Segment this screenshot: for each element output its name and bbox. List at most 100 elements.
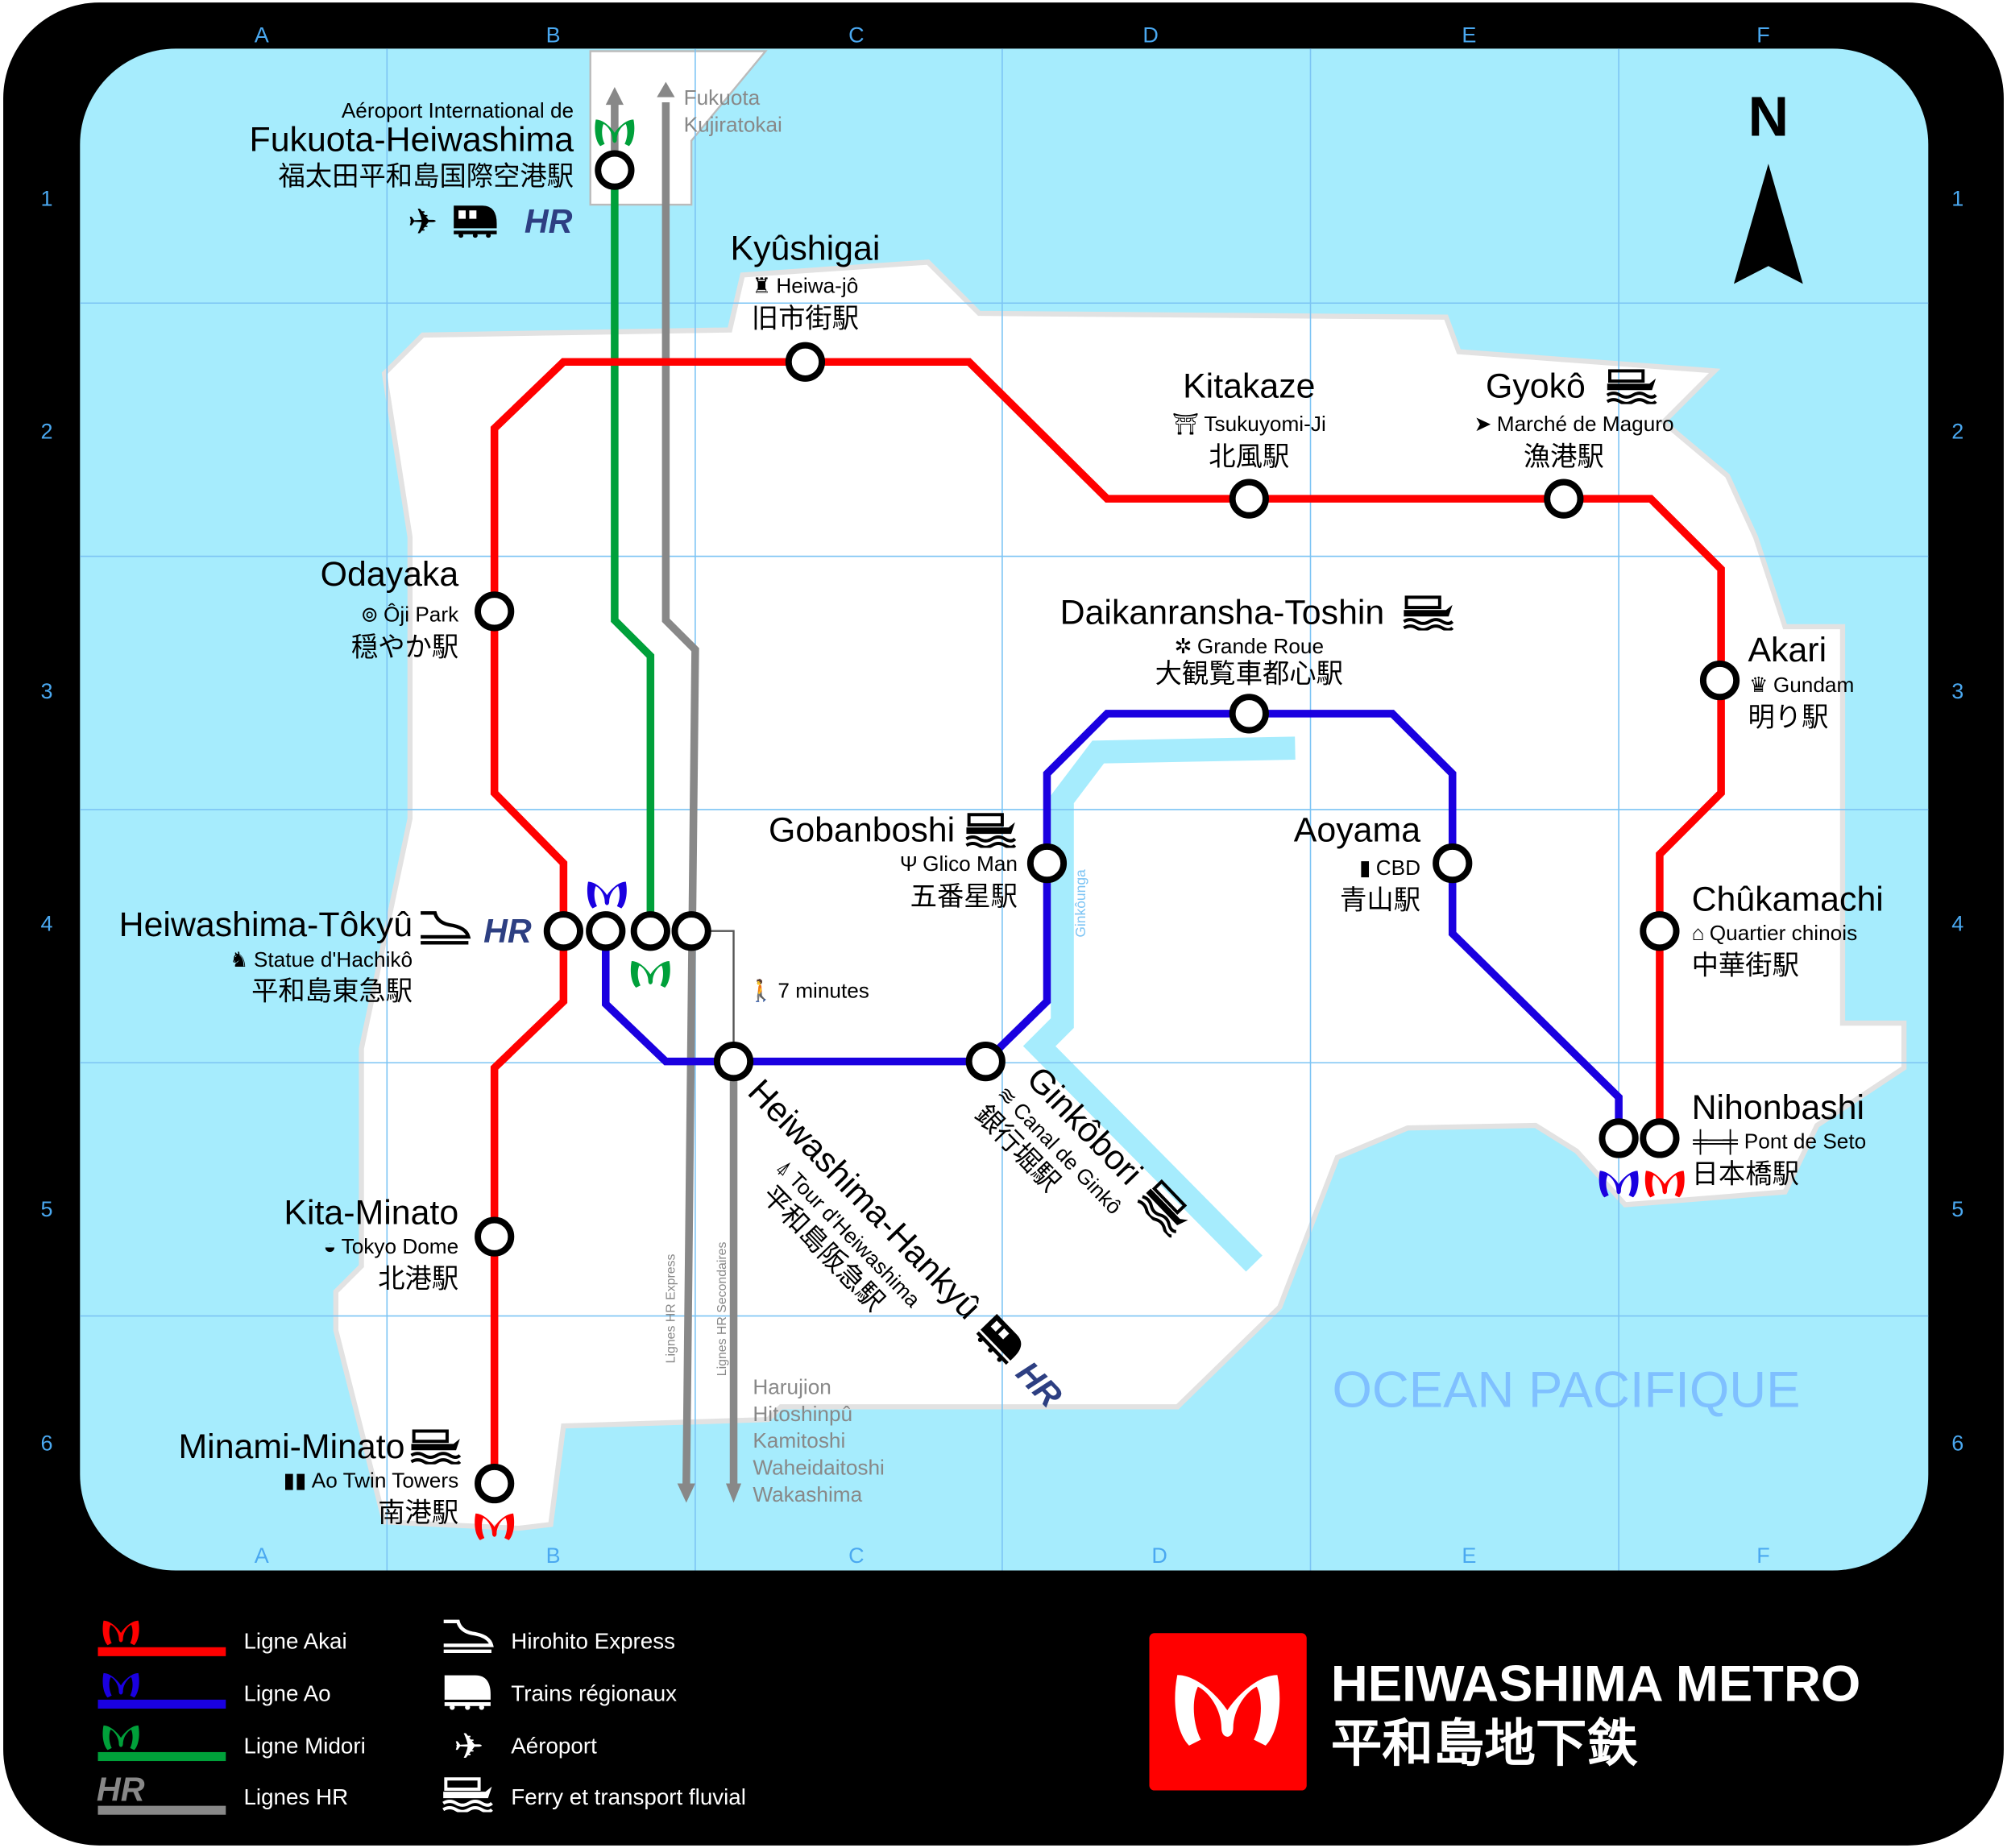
- row-label: 1: [1951, 187, 1963, 211]
- legend-label: Hirohito Express: [511, 1628, 675, 1653]
- label-kyushigai: Kyûshigai ♜Heiwa-jô 旧市街駅: [731, 229, 881, 334]
- station-name: Chûkamachi: [1692, 880, 1884, 918]
- station-poi-line: ╪═╪Pont de Seto: [1692, 1129, 1866, 1155]
- pagoda-icon: ⌂: [1692, 921, 1705, 945]
- row-label: 2: [41, 420, 53, 444]
- station-fukuota-heiwashima[interactable]: [595, 150, 635, 190]
- destination: Hitoshinpû: [753, 1402, 852, 1426]
- canal-label: Ginkôunga: [1072, 869, 1089, 938]
- row-label: 6: [1951, 1431, 1963, 1455]
- north-label: N: [1748, 85, 1789, 147]
- ocean-label: OCEAN PACIFIQUE: [1333, 1361, 1801, 1418]
- destination: Fukuota: [684, 85, 761, 110]
- station-gyoko[interactable]: [1544, 479, 1584, 519]
- station-kanji: 日本橋駅: [1692, 1159, 1799, 1189]
- label-heiwashima-tokyu: Heiwashima-Tôkyû HR ♞Statue d'Hachikô 平和…: [119, 905, 532, 1006]
- grid-labels: A B C D E F A B C D E F 1 2 3 4 5 6 1 2 …: [41, 23, 1964, 1568]
- glico-runner-icon: Ψ: [900, 851, 918, 876]
- station-kanji: 穏やか駅: [351, 632, 458, 662]
- destination: Harujion: [753, 1374, 831, 1398]
- station-daikanransha-toshin[interactable]: [1229, 694, 1269, 734]
- station-akari[interactable]: [1699, 660, 1740, 701]
- station-name: Gyokô: [1486, 367, 1586, 406]
- station-name: Nihonbashi: [1692, 1088, 1864, 1127]
- hr-logo: HR: [97, 1771, 145, 1808]
- walking-icon: 🚶: [748, 978, 774, 1002]
- col-label: B: [546, 1543, 561, 1568]
- fish-icon: ➤: [1474, 412, 1491, 436]
- brand: HEIWASHIMA METRO 平和島地下鉄: [1149, 1633, 1860, 1791]
- station-name: Heiwashima-Tôkyû: [119, 905, 413, 944]
- regional-train-icon: [444, 1675, 491, 1710]
- station-poi-line: ➤Marché de Maguro: [1474, 412, 1673, 436]
- hr-logo: HR: [525, 203, 573, 240]
- label-daikanransha-toshin: Daikanransha-Toshin ✲Grande Roue 大観覧車都心駅: [1060, 594, 1454, 690]
- label-kitakaze: Kitakaze ⛩Tsukuyomi-Ji 北風駅: [1172, 367, 1326, 472]
- station-name: Aoyama: [1294, 811, 1420, 850]
- station-kanji: 旧市街駅: [752, 304, 859, 334]
- col-label: F: [1756, 1543, 1769, 1568]
- station-kanji: 北風駅: [1209, 442, 1289, 472]
- station-heiwashima-tokyu-akai[interactable]: [543, 911, 583, 951]
- station-heiwashima-tokyu-hr[interactable]: [671, 911, 711, 951]
- midori-swatch: [97, 1751, 226, 1762]
- station-kita-minato[interactable]: [475, 1216, 515, 1257]
- station-nihonbashi-akai[interactable]: [1640, 1118, 1680, 1158]
- station-poi: Glico Man: [923, 851, 1018, 876]
- torii-icon: ⛩: [1172, 412, 1199, 436]
- station-nihonbashi-ao[interactable]: [1599, 1118, 1639, 1158]
- station-kitakaze[interactable]: [1229, 479, 1269, 519]
- label-fukuota-heiwashima: Aéroport International de Fukuota-Heiwas…: [250, 98, 574, 242]
- station-odayaka[interactable]: [475, 591, 515, 632]
- line-akai[interactable]: [490, 358, 1725, 1466]
- compass: N: [1733, 85, 1803, 284]
- col-label: B: [546, 23, 561, 47]
- station-kanji: 五番星駅: [910, 882, 1018, 912]
- station-ginkobori[interactable]: [965, 1042, 1006, 1082]
- north-arrow-icon: [1733, 164, 1803, 284]
- dog-statue-icon: ♞: [230, 947, 248, 972]
- robot-icon: ♛: [1749, 673, 1768, 697]
- station-name: Gobanboshi: [769, 811, 955, 850]
- col-label: C: [848, 23, 864, 47]
- station-kanji: 大観覧車都心駅: [1155, 660, 1343, 690]
- station-poi: Pont de Seto: [1744, 1129, 1866, 1154]
- hr-secondary-label: Lignes HR Secondaires: [715, 1242, 729, 1377]
- station-kyushigai[interactable]: [785, 342, 826, 382]
- station-name: Kitakaze: [1183, 367, 1315, 406]
- airplane-icon: ✈: [454, 1727, 483, 1767]
- station-chukamachi[interactable]: [1640, 911, 1680, 951]
- col-label: E: [1462, 23, 1476, 47]
- station-heiwashima-tokyu-midori[interactable]: [630, 911, 670, 951]
- station-prefix: Aéroport International de: [342, 98, 574, 122]
- hr-express-label: Lignes HR Express: [665, 1254, 678, 1364]
- hr-swatch: [97, 1805, 226, 1815]
- station-kanji: 南港駅: [378, 1498, 458, 1528]
- destination: Kujiratokai: [684, 113, 782, 137]
- stadium-icon: ◒: [323, 1234, 336, 1258]
- station-kanji: 福太田平和島国際空港駅: [278, 162, 574, 192]
- label-odayaka: Odayaka ⊚Ôji Park 穏やか駅: [321, 555, 459, 662]
- station-minami-minato[interactable]: [475, 1463, 515, 1504]
- line-ao[interactable]: [602, 710, 1623, 1121]
- station-kanji: 漁港駅: [1524, 442, 1604, 472]
- station-kanji: 北港駅: [378, 1265, 458, 1295]
- station-heiwashima-hankyu[interactable]: [713, 1042, 754, 1082]
- row-label: 1: [41, 187, 53, 211]
- station-poi: Heiwa-jô: [776, 274, 858, 298]
- station-aoyama[interactable]: [1433, 843, 1473, 884]
- station-markers: [475, 150, 1740, 1504]
- destination: Wakashima: [753, 1482, 862, 1506]
- regional-train-icon: [454, 205, 497, 238]
- station-gobanboshi[interactable]: [1026, 843, 1068, 884]
- walk-time: 7 minutes: [778, 978, 869, 1002]
- island-land: [333, 259, 1907, 1531]
- airport-area: [589, 50, 768, 206]
- line-midori[interactable]: [611, 188, 655, 914]
- station-heiwashima-tokyu-ao[interactable]: [586, 911, 626, 951]
- legend-label: Trains régionaux: [511, 1680, 677, 1705]
- row-label: 4: [41, 912, 53, 936]
